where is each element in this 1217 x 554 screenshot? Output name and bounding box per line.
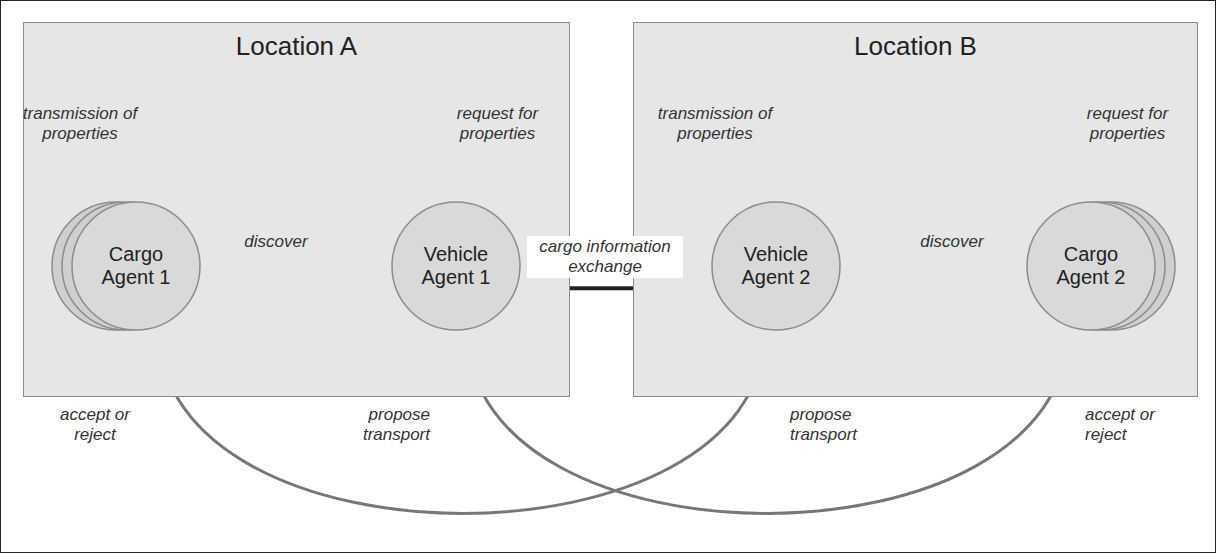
edge-label: transmission of properties bbox=[20, 104, 140, 144]
edge-label: accept or reject bbox=[40, 405, 150, 445]
edge-label: propose transport bbox=[330, 405, 430, 445]
edge-label: cargo information exchange bbox=[527, 236, 683, 278]
edge-label: discover bbox=[240, 232, 312, 252]
agent-name: Vehicle Agent 1 bbox=[404, 243, 508, 289]
annotation-label: propose transport bbox=[790, 405, 890, 445]
agent-circle: Vehicle Agent 1 bbox=[391, 201, 521, 331]
location-box: Location A Cargo Agent 1 Vehicle Agent 1 bbox=[23, 22, 570, 397]
agent-circle-shape bbox=[1027, 202, 1155, 330]
annotation-label: request for properties bbox=[440, 104, 555, 144]
agent-name: Vehicle Agent 2 bbox=[724, 243, 828, 289]
agent-name: Cargo Agent 2 bbox=[1039, 243, 1143, 289]
annotation-label: request for properties bbox=[1070, 104, 1185, 144]
agent-circle: Cargo Agent 1 bbox=[71, 201, 201, 331]
edge-label: transmission of properties bbox=[655, 104, 775, 144]
agent-name: Cargo Agent 1 bbox=[84, 243, 188, 289]
agent-circle-shape bbox=[712, 202, 840, 330]
annotation-label: accept or reject bbox=[1085, 405, 1185, 445]
agent-circle-shape bbox=[392, 202, 520, 330]
agent-circle: Cargo Agent 2 bbox=[1026, 201, 1156, 331]
location-title: Location A bbox=[24, 31, 569, 62]
location-title: Location B bbox=[634, 31, 1197, 62]
agent-circle: Vehicle Agent 2 bbox=[711, 201, 841, 331]
location-box: Location B Vehicle Agent 2 Cargo Agent 2 bbox=[633, 22, 1198, 397]
agent-circle-shape bbox=[72, 202, 200, 330]
edge-label: discover bbox=[916, 232, 988, 252]
